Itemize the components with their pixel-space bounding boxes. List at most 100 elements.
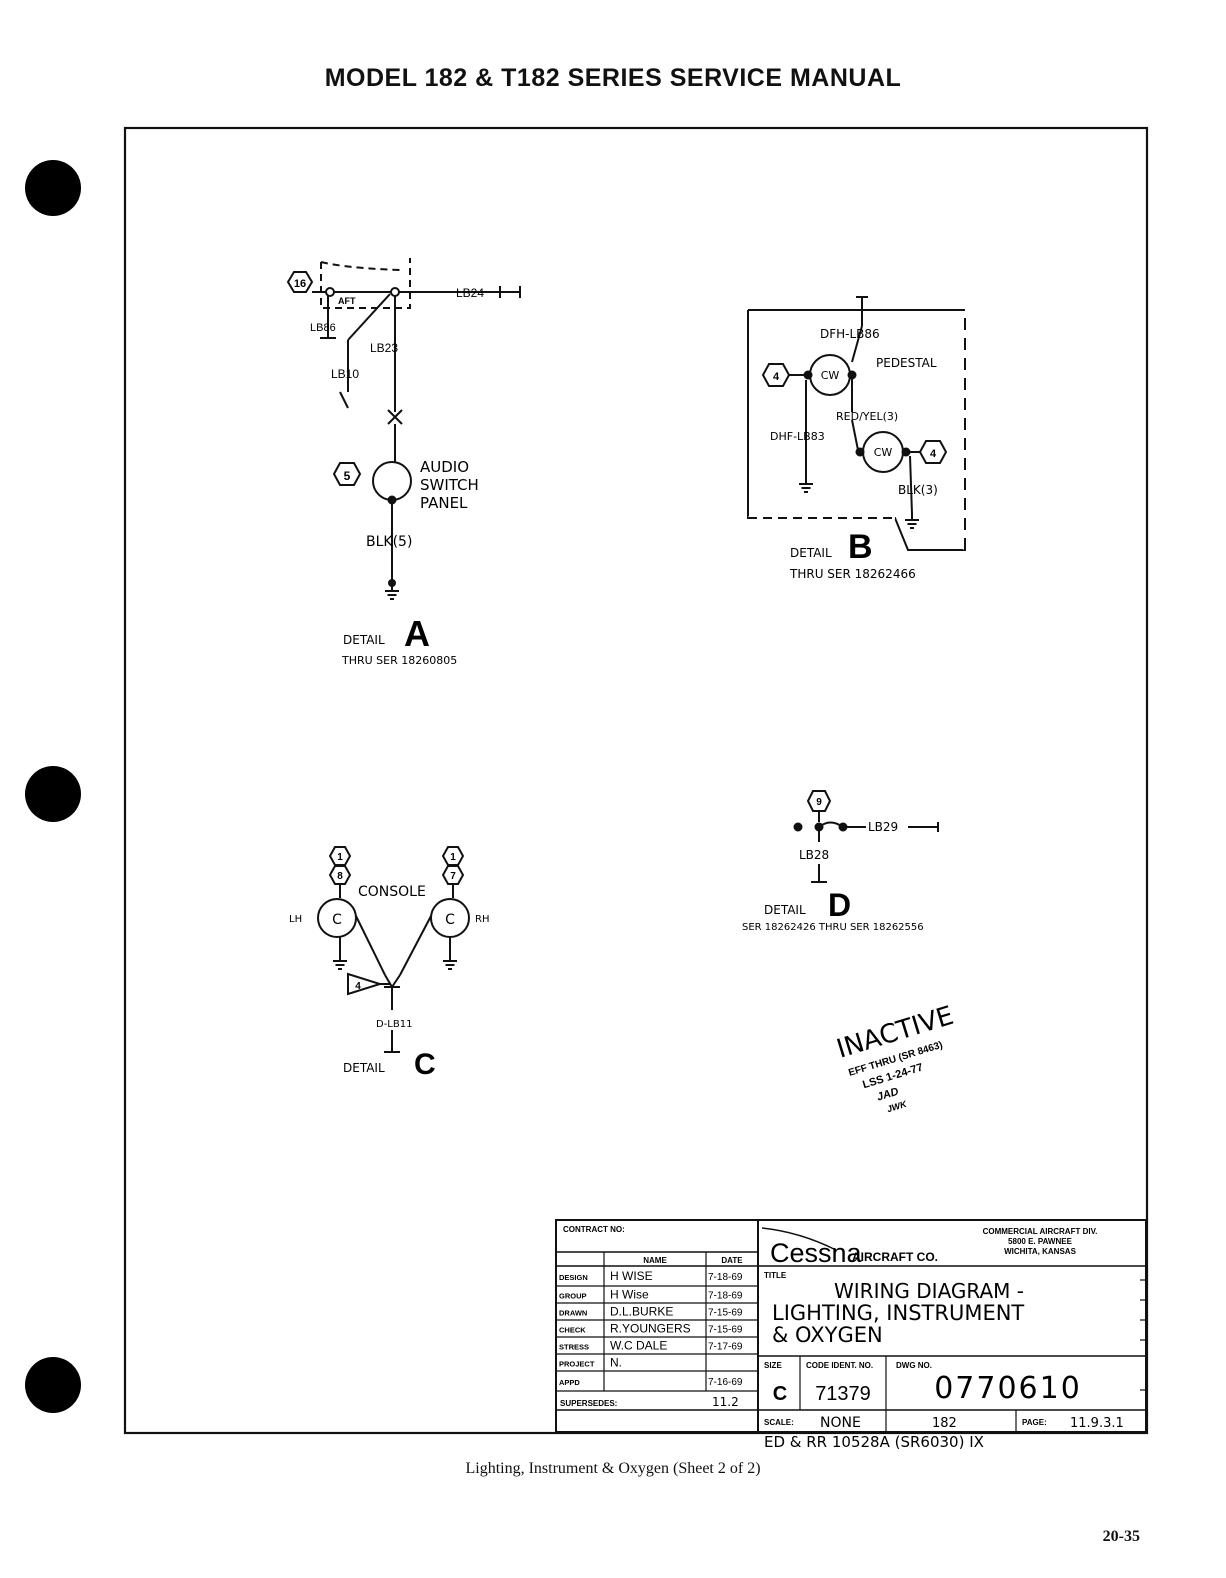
item-4-hex-lower [918, 440, 948, 464]
detail-a [286, 258, 521, 600]
detail-a-word: DETAIL [343, 633, 385, 647]
wire-lb86: LB86 [310, 322, 336, 334]
title-block-role-cell: DRAWN [559, 1309, 587, 1318]
title-block-date-cell: 7-15-69 [708, 1308, 743, 1319]
binder-hole [25, 766, 81, 822]
ground-wire-blk5: BLK(5) [366, 534, 412, 550]
division-line-3: WICHITA, KANSAS [1004, 1247, 1077, 1256]
detail-a-serial: THRU SER 18260805 [341, 654, 457, 667]
wire-lb23: LB23 [370, 341, 398, 355]
title-label: TITLE [764, 1271, 787, 1280]
size-label: SIZE [764, 1361, 782, 1370]
detail-d-letter: D [828, 887, 851, 923]
inactive-stamp: INACTIVE EFF THRU (SR 8463) LSS 1-24-77 … [833, 1001, 957, 1114]
title-block-role-cell: DESIGN [559, 1273, 588, 1282]
page-value: 11.9.3.1 [1070, 1416, 1124, 1431]
wire-lb28: LB28 [799, 848, 829, 862]
stamp-jwk: JWK [886, 1098, 909, 1114]
item-1-right: 1 [450, 852, 456, 863]
scale-label: SCALE: [764, 1418, 794, 1427]
pedestal-label: PEDESTAL [876, 356, 937, 370]
contract-label: CONTRACT NO: [563, 1225, 625, 1234]
lh-label: LH [289, 914, 302, 925]
upper-cw-label: CW [821, 369, 840, 382]
title-block-name-cell: R.YOUNGERS [610, 1322, 691, 1336]
rh-light-label: C [445, 912, 455, 928]
wire-red-yel: RED/YEL(3) [836, 410, 898, 423]
detail-d-serial: SER 18262426 THRU SER 18262556 [742, 922, 924, 933]
item-5-hex [332, 462, 362, 486]
note-4-flag [347, 972, 384, 996]
title-block-name-cell: H Wise [610, 1288, 649, 1302]
title-block-date-cell: 7-16-69 [708, 1377, 743, 1388]
col-date: DATE [721, 1256, 743, 1265]
title-line-3: & OXYGEN [772, 1323, 883, 1347]
change-note: ED & RR 10528A (SR6030) IX [764, 1433, 984, 1451]
detail-b-letter: B [848, 528, 873, 566]
drawing-border [123, 126, 1149, 1435]
title-block-date-cell: 7-18-69 [708, 1272, 743, 1283]
model-value: 182 [932, 1416, 957, 1431]
title-line-1: WIRING DIAGRAM - [834, 1279, 1024, 1303]
dwg-no-label: DWG NO. [896, 1361, 932, 1370]
dwg-no-value: 0770610 [934, 1371, 1082, 1406]
lh-light-label: C [332, 912, 342, 928]
detail-c-word: DETAIL [343, 1061, 385, 1075]
wire-lb24: LB24 [456, 286, 484, 300]
title-block-role-cell: STRESS [559, 1343, 589, 1352]
title-block-date-cell: 7-18-69 [708, 1291, 743, 1302]
title-block [555, 1219, 1147, 1433]
panel-label: PANEL [420, 494, 468, 512]
item-7-right: 7 [450, 871, 456, 882]
wire-lb29: LB29 [868, 820, 898, 834]
item-4-upper-number: 4 [773, 371, 780, 383]
item-8-left: 8 [337, 871, 343, 882]
scale-value: NONE [820, 1415, 861, 1431]
console-label: CONSOLE [358, 884, 426, 900]
wire-d-lb11: D-LB11 [376, 1019, 412, 1030]
binder-hole [25, 1357, 81, 1413]
cessna-logo: Cessna [770, 1238, 863, 1268]
title-block-role-cell: APPD [559, 1378, 580, 1387]
detail-d-word: DETAIL [764, 903, 806, 917]
wire-dfh-lb86: DFH-LB86 [820, 327, 880, 341]
title-block-name-cell: H WISE [610, 1269, 653, 1283]
audio-label: AUDIO [420, 458, 469, 476]
detail-c-letter: C [414, 1048, 436, 1081]
item-16-number: 16 [294, 278, 306, 290]
detail-d [793, 790, 939, 883]
code-ident-value: 71379 [815, 1383, 871, 1405]
supersedes-value: 11.2 [712, 1395, 739, 1409]
detail-b [747, 296, 967, 551]
detail-b-serial: THRU SER 18262466 [789, 567, 916, 581]
figure-caption: Lighting, Instrument & Oxygen (Sheet 2 o… [465, 1460, 761, 1477]
page-title: MODEL 182 & T182 SERIES SERVICE MANUAL [324, 64, 902, 92]
wire-dhf-lb83: DHF-LB83 [770, 430, 825, 443]
division-line-2: 5800 E. PAWNEE [1008, 1237, 1073, 1246]
item-9-number: 9 [816, 797, 822, 808]
switch-label: SWITCH [420, 476, 479, 494]
item-16-hex [286, 271, 314, 293]
rh-label: RH [475, 914, 489, 925]
detail-c [317, 846, 470, 1053]
page-number: 20-35 [1102, 1528, 1140, 1545]
note-4-number: 4 [355, 981, 361, 992]
audio-switch-panel-symbol [372, 461, 412, 501]
title-block-name-cell: D.L.BURKE [610, 1305, 673, 1319]
item-5-number: 5 [344, 469, 351, 483]
title-block-name-cell: N. [610, 1356, 622, 1370]
company-suffix: AIRCRAFT CO. [852, 1250, 938, 1264]
title-block-role-cell: PROJECT [559, 1360, 595, 1369]
lower-cw-label: CW [874, 446, 893, 459]
title-block-name-cell: W.C DALE [610, 1339, 667, 1353]
item-4-lower-number: 4 [930, 448, 937, 460]
aft-label: AFT [338, 296, 356, 306]
title-line-2: LIGHTING, INSTRUMENT [772, 1301, 1024, 1325]
col-name: NAME [643, 1256, 667, 1265]
wire-lb10: LB10 [331, 367, 359, 381]
wire-blk3: BLK(3) [898, 483, 938, 497]
title-block-date-cell: 7-15-69 [708, 1325, 743, 1336]
title-block-date-cell: 7-17-69 [708, 1342, 743, 1353]
